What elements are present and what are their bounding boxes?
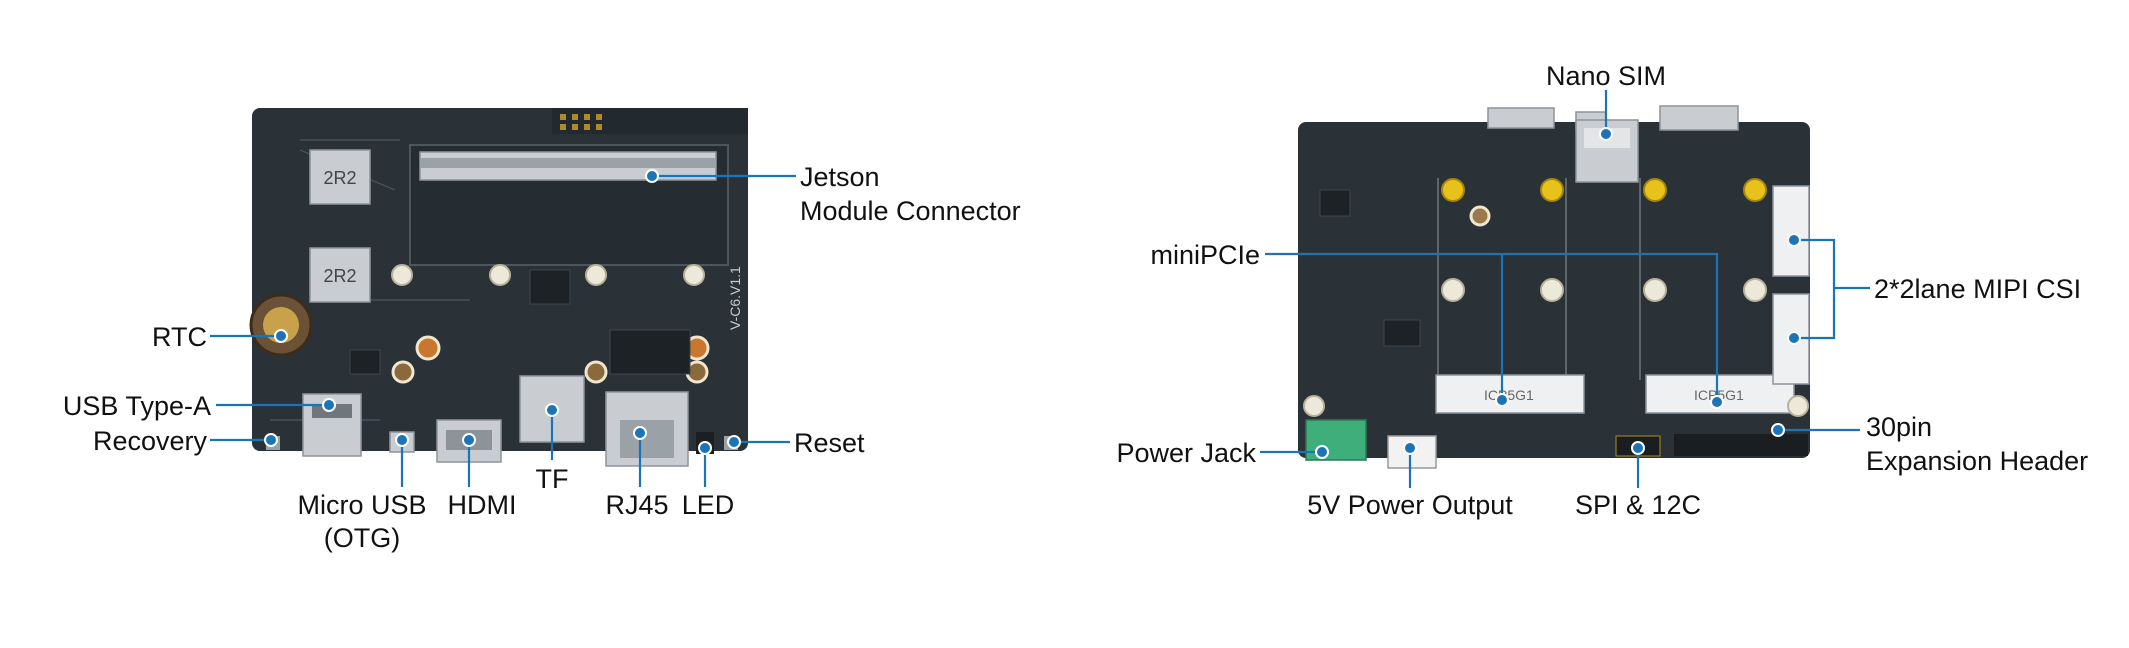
label-reset: Reset — [794, 428, 865, 458]
label-spi-i2c: SPI & 12C — [1575, 490, 1701, 520]
label-usb-type-a: USB Type-A — [63, 391, 211, 421]
label-minipcie: miniPCIe — [1150, 240, 1260, 270]
inductor-label-2: 2R2 — [323, 266, 356, 286]
label-rj45: RJ45 — [605, 490, 668, 520]
label-power-jack: Power Jack — [1116, 438, 1256, 468]
label-recovery: Recovery — [93, 426, 208, 456]
label-power-output: 5V Power Output — [1307, 490, 1513, 520]
mipi-csi-connector-1 — [1772, 185, 1810, 277]
minipcie-left-mark: ICP5G1 — [1484, 387, 1534, 403]
label-expansion-line1: 30pin — [1866, 412, 1932, 442]
labels: Jetson Module Connector RTC USB Type-A R… — [63, 61, 2088, 553]
label-micro-usb-line1: Micro USB — [297, 490, 426, 520]
label-mipi-csi: 2*2lane MIPI CSI — [1874, 274, 2081, 304]
label-expansion-line2: Expansion Header — [1866, 446, 2088, 476]
label-jetson-line2: Module Connector — [800, 196, 1021, 226]
minipcie-slot-left — [1435, 374, 1585, 414]
label-nano-sim: Nano SIM — [1546, 61, 1666, 91]
bottom-view-board: ICP5G1 ICP5G1 — [1298, 105, 1810, 469]
label-micro-usb-line2: (OTG) — [324, 523, 400, 553]
leader-lines — [210, 90, 1870, 488]
label-tf: TF — [536, 464, 569, 494]
board-revision: V-C6.V1.1 — [727, 266, 743, 330]
label-led: LED — [682, 490, 735, 520]
label-rtc: RTC — [152, 322, 207, 352]
label-jetson-line1: Jetson — [800, 162, 880, 192]
power-jack — [1305, 419, 1367, 461]
minipcie-right-mark: ICP5G1 — [1694, 387, 1744, 403]
inductor-label-1: 2R2 — [323, 168, 356, 188]
expansion-header — [1674, 434, 1808, 456]
top-view-board: 2R2 2R2 V-C6.V1.1 — [249, 108, 748, 467]
label-hdmi: HDMI — [448, 490, 517, 520]
